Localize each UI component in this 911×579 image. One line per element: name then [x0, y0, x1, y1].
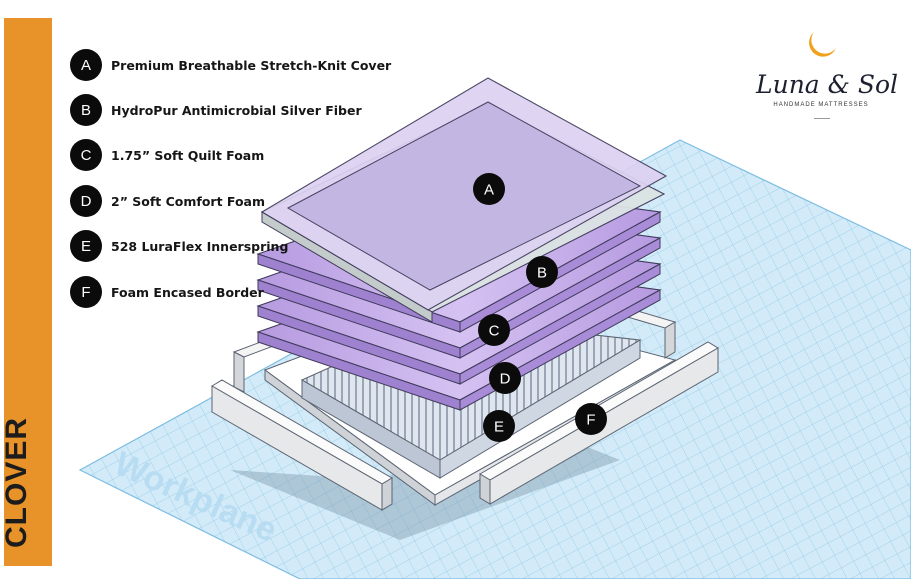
legend-label-b: HydroPur Antimicrobial Silver Fiber: [111, 102, 362, 118]
legend-label-f: Foam Encased Border: [111, 284, 264, 300]
logo-wordmark: Luna & Sol: [756, 70, 899, 99]
legend-badge-c: C: [70, 139, 102, 171]
legend-badge-b: B: [70, 94, 102, 126]
legend-item-d: D 2” Soft Comfort Foam: [70, 184, 265, 218]
legend-label-d: 2” Soft Comfort Foam: [111, 193, 266, 209]
tag-f: F: [575, 403, 607, 435]
side-band-label: CLOVER: [0, 416, 33, 548]
svg-text:B: B: [537, 265, 547, 282]
legend-badge-e: E: [70, 230, 102, 262]
side-band: CLOVER: [0, 18, 52, 566]
tag-c: C: [478, 314, 510, 346]
legend-item-e: E 528 LuraFlex Innerspring: [70, 229, 288, 263]
legend-label-e: 528 LuraFlex Innerspring: [111, 238, 289, 254]
moon-icon: [809, 32, 836, 57]
logo-divider: [814, 118, 830, 119]
tag-d: D: [489, 362, 521, 394]
brand-logo: Luna & Sol HANDMADE MATTRESSES: [756, 28, 899, 128]
tag-e: E: [483, 410, 515, 442]
layer-a-stretch-knit-cover: [260, 77, 668, 311]
svg-text:F: F: [586, 412, 595, 429]
legend-item-a: A Premium Breathable Stretch-Knit Cover: [70, 48, 391, 82]
legend-badge-a: A: [70, 49, 102, 81]
tag-b: B: [526, 256, 558, 288]
logo-tagline: HANDMADE MATTRESSES: [773, 102, 869, 108]
legend-item-f: F Foam Encased Border: [70, 275, 264, 309]
tag-a: A: [473, 173, 505, 205]
legend-badge-d: D: [70, 185, 102, 217]
legend-label-c: 1.75” Soft Quilt Foam: [111, 147, 265, 163]
border-rail-front-left: [211, 379, 393, 511]
svg-text:A: A: [484, 182, 494, 199]
svg-text:D: D: [500, 371, 511, 388]
svg-text:E: E: [494, 419, 504, 436]
legend-badge-f: F: [70, 276, 102, 308]
legend-item-c: C 1.75” Soft Quilt Foam: [70, 138, 264, 172]
legend-label-a: Premium Breathable Stretch-Knit Cover: [111, 57, 392, 73]
legend-item-b: B HydroPur Antimicrobial Silver Fiber: [70, 93, 362, 127]
svg-text:C: C: [489, 323, 500, 340]
